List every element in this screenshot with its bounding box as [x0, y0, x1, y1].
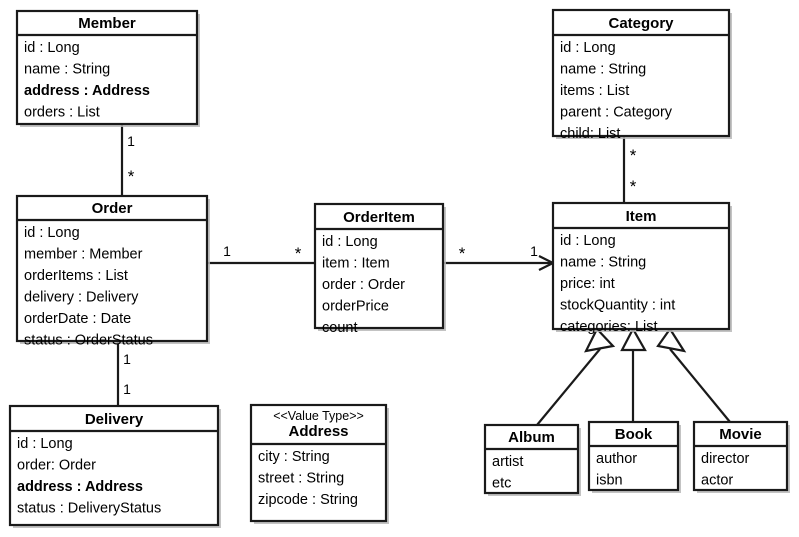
class-box-frame: [692, 420, 789, 492]
class-attribute: isbn: [596, 473, 623, 489]
class-attribute: address : Address: [24, 83, 150, 99]
class-attribute: address : Address: [17, 479, 143, 495]
class-attribute: categories: List: [560, 319, 658, 335]
class-box-item[interactable]: Item id : Long name : String price: int stoc…: [551, 201, 732, 335]
class-attribute: orderDate : Date: [24, 311, 131, 327]
generalization-album-item: [536, 327, 616, 426]
class-name: Item: [626, 208, 657, 225]
class-name: Book: [615, 426, 653, 443]
generalization-line: [669, 348, 731, 423]
class-name: Category: [608, 15, 674, 32]
class-box-book[interactable]: Book author isbn: [587, 420, 681, 493]
class-name: Order: [92, 200, 133, 217]
multiplicity-label: *: [128, 167, 135, 186]
class-attribute: items : List: [560, 83, 629, 99]
multiplicity-label: 1: [530, 243, 538, 259]
multiplicity-label: *: [295, 244, 302, 263]
inheritance-triangle-icon: [656, 327, 687, 353]
class-box-frame: [587, 420, 680, 492]
multiplicity-label: *: [630, 177, 637, 196]
class-attribute: id : Long: [560, 40, 616, 56]
class-box-frame: [8, 404, 220, 527]
class-name: Delivery: [85, 411, 144, 428]
class-attribute: street : String: [258, 471, 344, 487]
class-attribute: child: List: [560, 126, 620, 142]
class-box-frame: [313, 202, 445, 330]
class-attribute: price: int: [560, 276, 615, 292]
class-box-orderitem[interactable]: OrderItem id : Long item : Item order : Ord…: [313, 202, 446, 336]
class-name: Album: [508, 429, 555, 446]
generalizations-layer: [536, 326, 731, 426]
class-attribute: id : Long: [17, 436, 73, 452]
generalization-line: [536, 348, 601, 426]
multiplicity-label: *: [459, 244, 466, 263]
class-attribute: status : DeliveryStatus: [17, 501, 161, 517]
class-box-frame: [15, 9, 199, 126]
class-attribute: order : Order: [322, 277, 405, 293]
multiplicity-label: 1: [123, 381, 131, 397]
class-attribute: id : Long: [560, 233, 616, 249]
multiplicity-label: *: [630, 146, 637, 165]
class-attribute: name : String: [560, 62, 646, 78]
class-box-category[interactable]: Category id : Long name : String items : Li…: [551, 8, 732, 142]
class-box-movie[interactable]: Movie director actor: [692, 420, 790, 493]
class-attribute: orderPrice: [322, 299, 389, 315]
class-attribute: id : Long: [322, 234, 378, 250]
class-name: Address: [288, 423, 348, 440]
class-attribute: parent : Category: [560, 105, 673, 121]
generalization-movie-item: [656, 327, 731, 423]
class-attribute: director: [701, 451, 750, 467]
class-box-member[interactable]: Member id : Long name : String address : Ad…: [15, 9, 200, 127]
class-attribute: name : String: [560, 255, 646, 271]
class-box-order[interactable]: Order id : Long member : Member orderItems …: [15, 194, 210, 349]
class-attribute: stockQuantity : int: [560, 298, 675, 314]
class-attribute: zipcode : String: [258, 492, 358, 508]
multiplicity-label: 1: [223, 243, 231, 259]
class-attribute: member : Member: [24, 247, 143, 263]
class-attribute: id : Long: [24, 40, 80, 56]
class-attribute: author: [596, 451, 637, 467]
class-box-delivery[interactable]: Delivery id : Long order: Order address : A…: [8, 404, 221, 528]
class-box-frame: [483, 423, 580, 495]
class-attribute: id : Long: [24, 225, 80, 241]
multiplicity-labels-layer: 1 * 1 1 1 * * 1 * *: [123, 133, 637, 397]
class-name: OrderItem: [343, 209, 415, 226]
class-box-frame: [551, 8, 731, 138]
class-attribute: count: [322, 320, 357, 336]
class-name: Member: [78, 15, 136, 32]
class-box-album[interactable]: Album artist etc: [483, 423, 581, 496]
inheritance-triangle-icon: [584, 327, 616, 353]
classes-layer: Member id : Long name : String address : Ad…: [8, 8, 790, 528]
class-attribute: artist: [492, 454, 523, 470]
inheritance-triangle-icon: [620, 326, 647, 352]
class-attribute: orderItems : List: [24, 268, 128, 284]
generalization-book-item: [620, 326, 647, 422]
class-attribute: name : String: [24, 62, 110, 78]
class-attribute: status : OrderStatus: [24, 333, 153, 349]
class-attribute: city : String: [258, 449, 330, 465]
class-name: Movie: [719, 426, 762, 443]
class-attribute: delivery : Delivery: [24, 290, 139, 306]
class-box-frame: [551, 201, 731, 331]
multiplicity-label: 1: [127, 133, 135, 149]
multiplicity-label: 1: [123, 351, 131, 367]
class-attribute: orders : List: [24, 105, 100, 121]
class-box-frame: [249, 403, 388, 523]
class-attribute: actor: [701, 473, 733, 489]
class-attribute: etc: [492, 476, 511, 492]
class-attribute: item : Item: [322, 256, 390, 272]
class-attribute: order: Order: [17, 458, 96, 474]
class-box-address[interactable]: <<Value Type>>Address city : String street…: [249, 403, 389, 524]
class-stereotype: <<Value Type>>: [273, 409, 364, 423]
